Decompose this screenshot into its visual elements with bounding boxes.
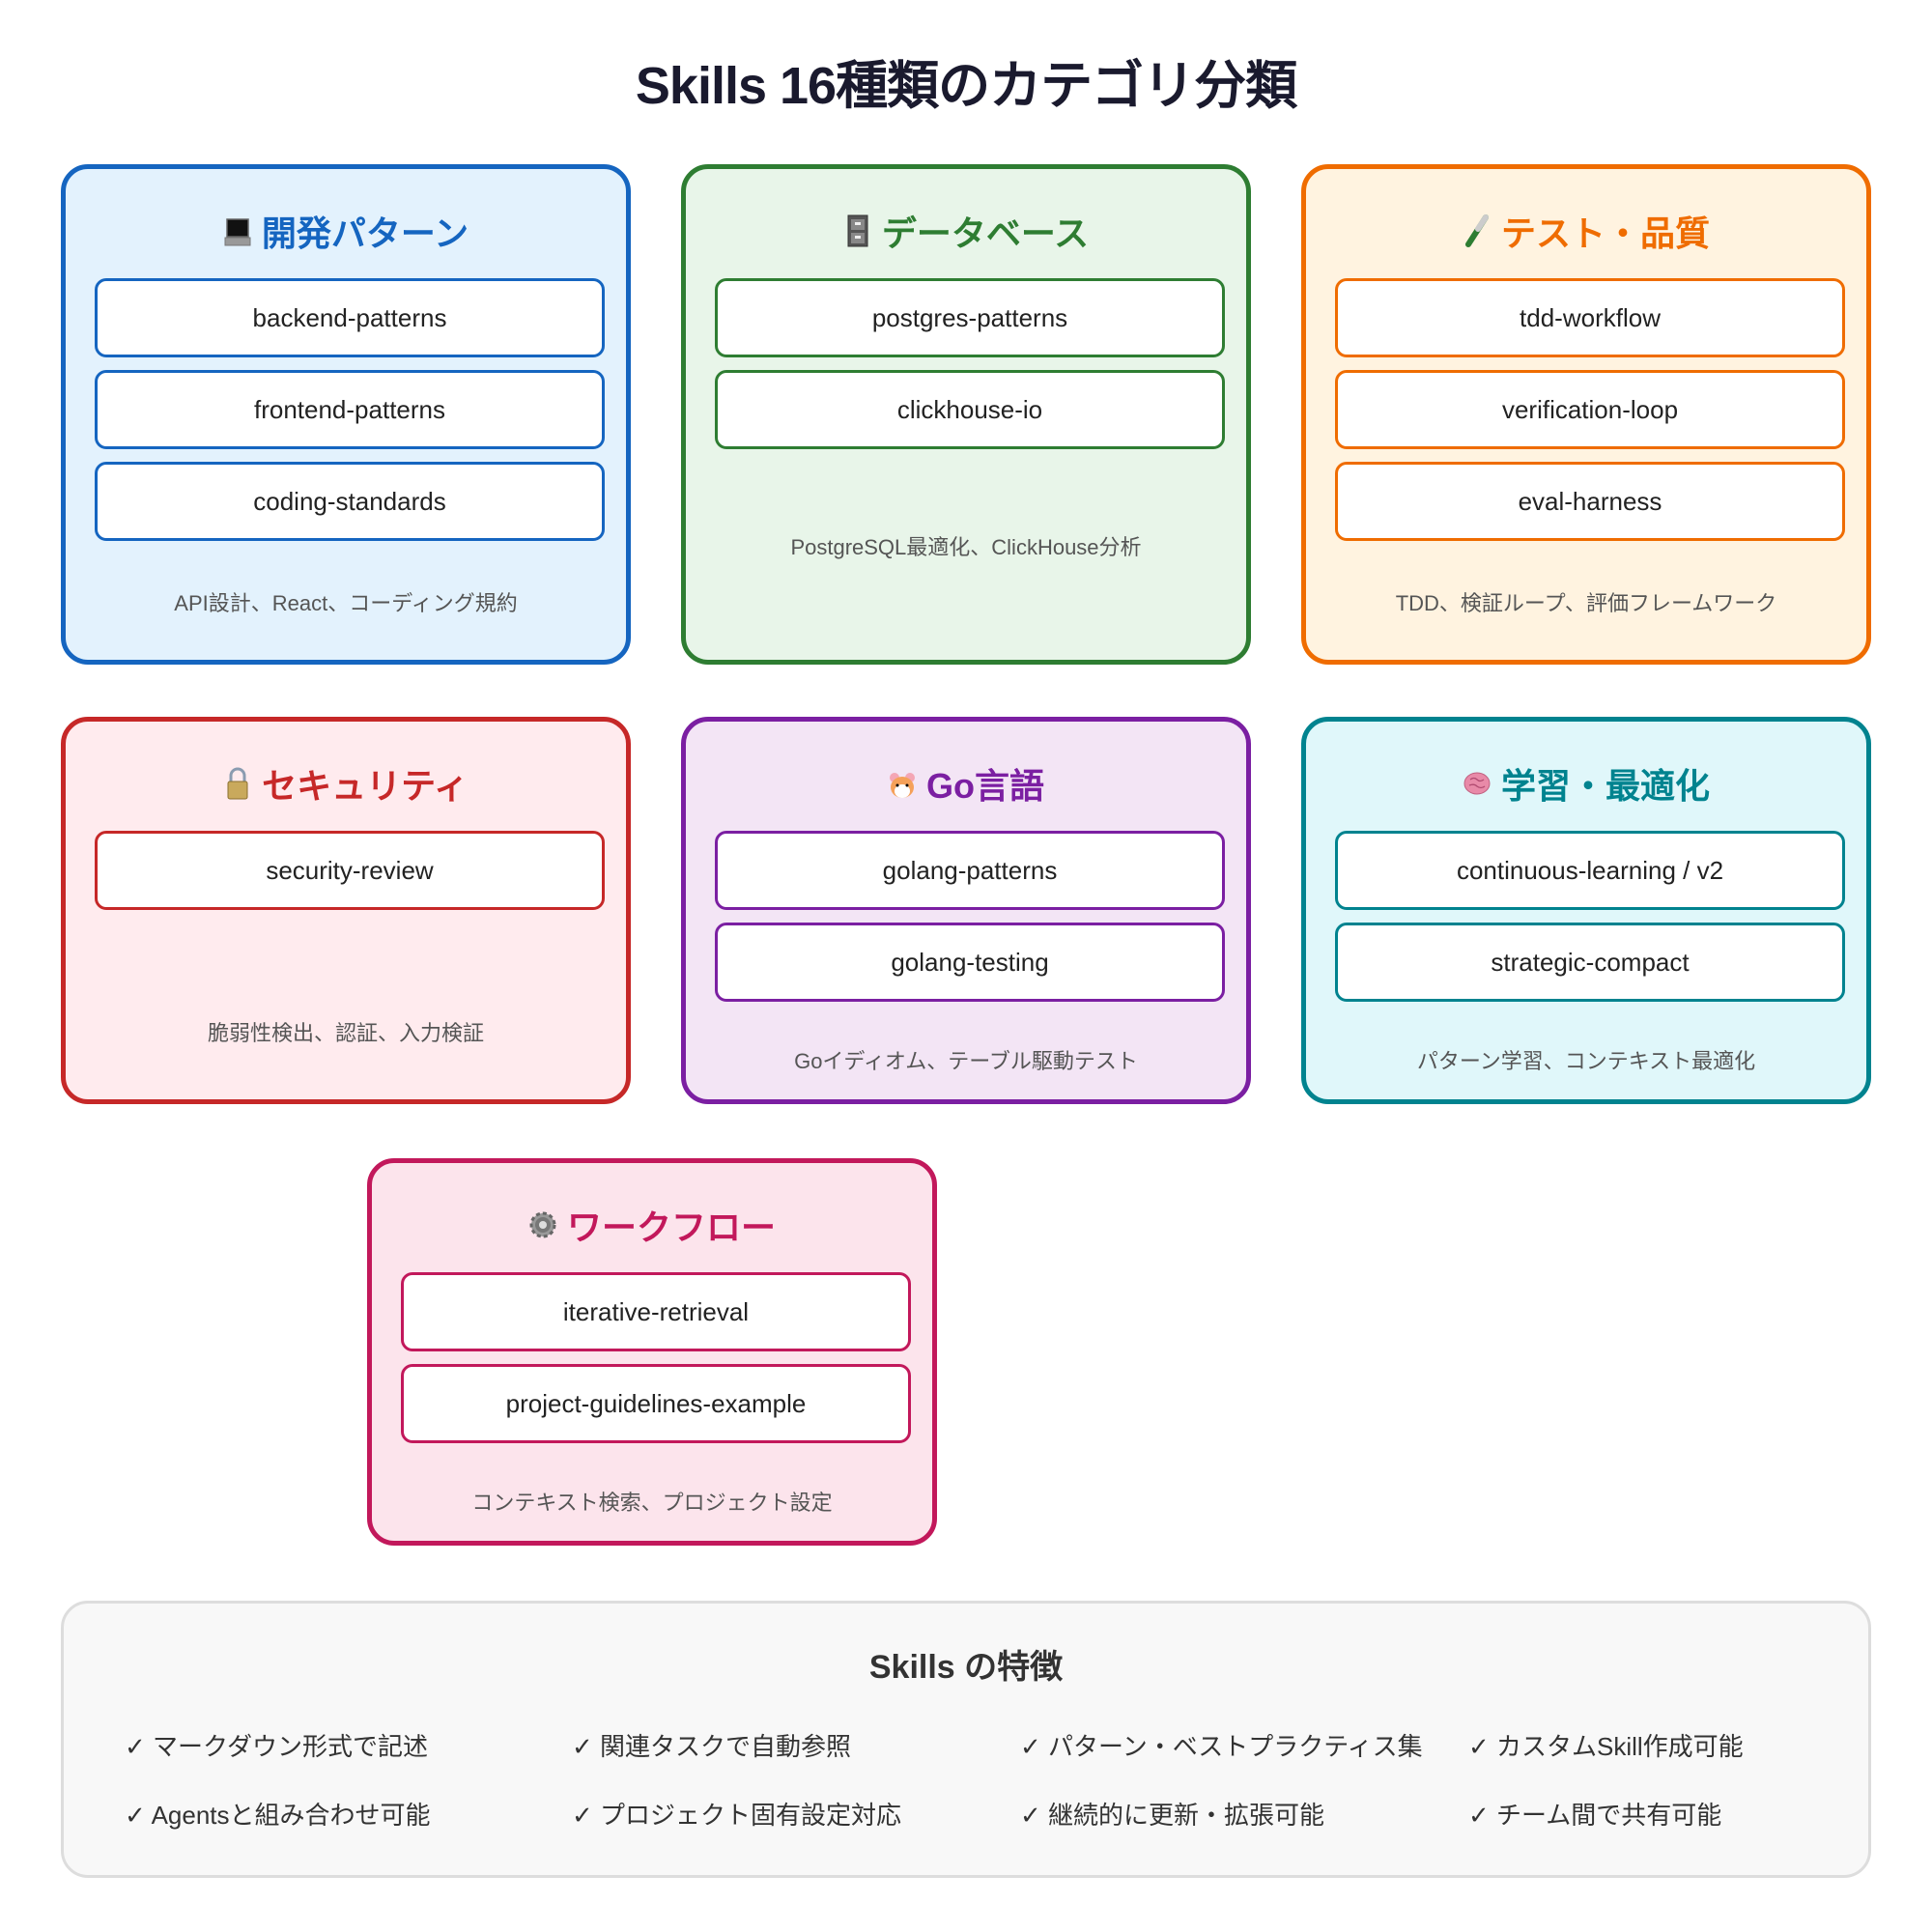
skill-item[interactable]: project-guidelines-example <box>401 1364 911 1443</box>
skill-item[interactable]: strategic-compact <box>1335 923 1845 1002</box>
category-description: API設計、React、コーディング規約 <box>174 591 518 615</box>
page-title: Skills 16種類のカテゴリ分類 <box>635 57 1297 115</box>
category-title: 開発パターン <box>261 213 469 253</box>
skill-item[interactable]: verification-loop <box>1335 370 1845 449</box>
category-title: セキュリティ <box>262 766 469 806</box>
skill-item[interactable]: frontend-patterns <box>95 370 605 449</box>
category-description: コンテキスト検索、プロジェクト設定 <box>471 1491 833 1515</box>
feature-item: ✓ 継続的に更新・拡張可能 <box>1020 1801 1325 1830</box>
category-description: Goイディオム、テーブル駆動テスト <box>794 1049 1138 1073</box>
category-card-dev-patterns: 開発パターン backend-patterns frontend-pattern… <box>61 164 631 665</box>
category-title: テスト・品質 <box>1500 213 1710 253</box>
feature-item: ✓ パターン・ベストプラクティス集 <box>1020 1732 1423 1761</box>
feature-item: ✓ チーム間で共有可能 <box>1468 1801 1722 1830</box>
brain-icon <box>1463 766 1492 801</box>
skill-item[interactable]: golang-testing <box>715 923 1225 1002</box>
skill-item[interactable]: backend-patterns <box>95 278 605 357</box>
category-card-database: データベース postgres-patterns clickhouse-io P… <box>681 164 1251 665</box>
skill-item[interactable]: eval-harness <box>1335 462 1845 541</box>
skill-item[interactable]: coding-standards <box>95 462 605 541</box>
feature-item: ✓ プロジェクト固有設定対応 <box>572 1801 902 1830</box>
category-title: データベース <box>881 213 1090 253</box>
skill-item[interactable]: tdd-workflow <box>1335 278 1845 357</box>
category-description: 脆弱性検出、認証、入力検証 <box>207 1021 484 1045</box>
lock-icon <box>223 766 252 801</box>
category-card-golang: Go言語 golang-patterns golang-testing Goイデ… <box>681 717 1251 1104</box>
skill-item[interactable]: iterative-retrieval <box>401 1272 911 1351</box>
file-cabinet-icon <box>843 213 872 248</box>
category-card-testing-quality: テスト・品質 tdd-workflow verification-loop ev… <box>1301 164 1871 665</box>
test-tube-icon <box>1463 213 1492 248</box>
skill-item[interactable]: postgres-patterns <box>715 278 1225 357</box>
features-title: Skills の特徴 <box>868 1649 1064 1686</box>
feature-item: ✓ 関連タスクで自動参照 <box>572 1732 852 1761</box>
skill-item[interactable]: golang-patterns <box>715 831 1225 910</box>
category-title: 学習・最適化 <box>1500 766 1710 806</box>
feature-item: ✓ カスタムSkill作成可能 <box>1468 1732 1744 1761</box>
features-panel: Skills の特徴 ✓ マークダウン形式で記述 ✓ 関連タスクで自動参照 ✓ … <box>61 1601 1871 1878</box>
category-description: パターン学習、コンテキスト最適化 <box>1416 1049 1756 1073</box>
skill-item[interactable]: clickhouse-io <box>715 370 1225 449</box>
gear-icon <box>528 1208 557 1242</box>
category-card-learning-optimization: 学習・最適化 continuous-learning / v2 strategi… <box>1301 717 1871 1104</box>
skill-item[interactable]: continuous-learning / v2 <box>1335 831 1845 910</box>
skill-item[interactable]: security-review <box>95 831 605 910</box>
category-card-workflow: ワークフロー iterative-retrieval project-guide… <box>367 1158 937 1546</box>
laptop-icon <box>223 213 252 248</box>
category-description: TDD、検証ループ、評価フレームワーク <box>1395 591 1777 615</box>
hamster-icon <box>888 766 917 801</box>
category-title: Go言語 <box>926 766 1044 806</box>
feature-item: ✓ マークダウン形式で記述 <box>125 1732 428 1761</box>
category-description: PostgreSQL最適化、ClickHouse分析 <box>790 535 1142 559</box>
category-title: ワークフロー <box>566 1208 776 1247</box>
feature-item: ✓ Agentsと組み合わせ可能 <box>125 1801 431 1830</box>
category-card-security: セキュリティ security-review 脆弱性検出、認証、入力検証 <box>61 717 631 1104</box>
